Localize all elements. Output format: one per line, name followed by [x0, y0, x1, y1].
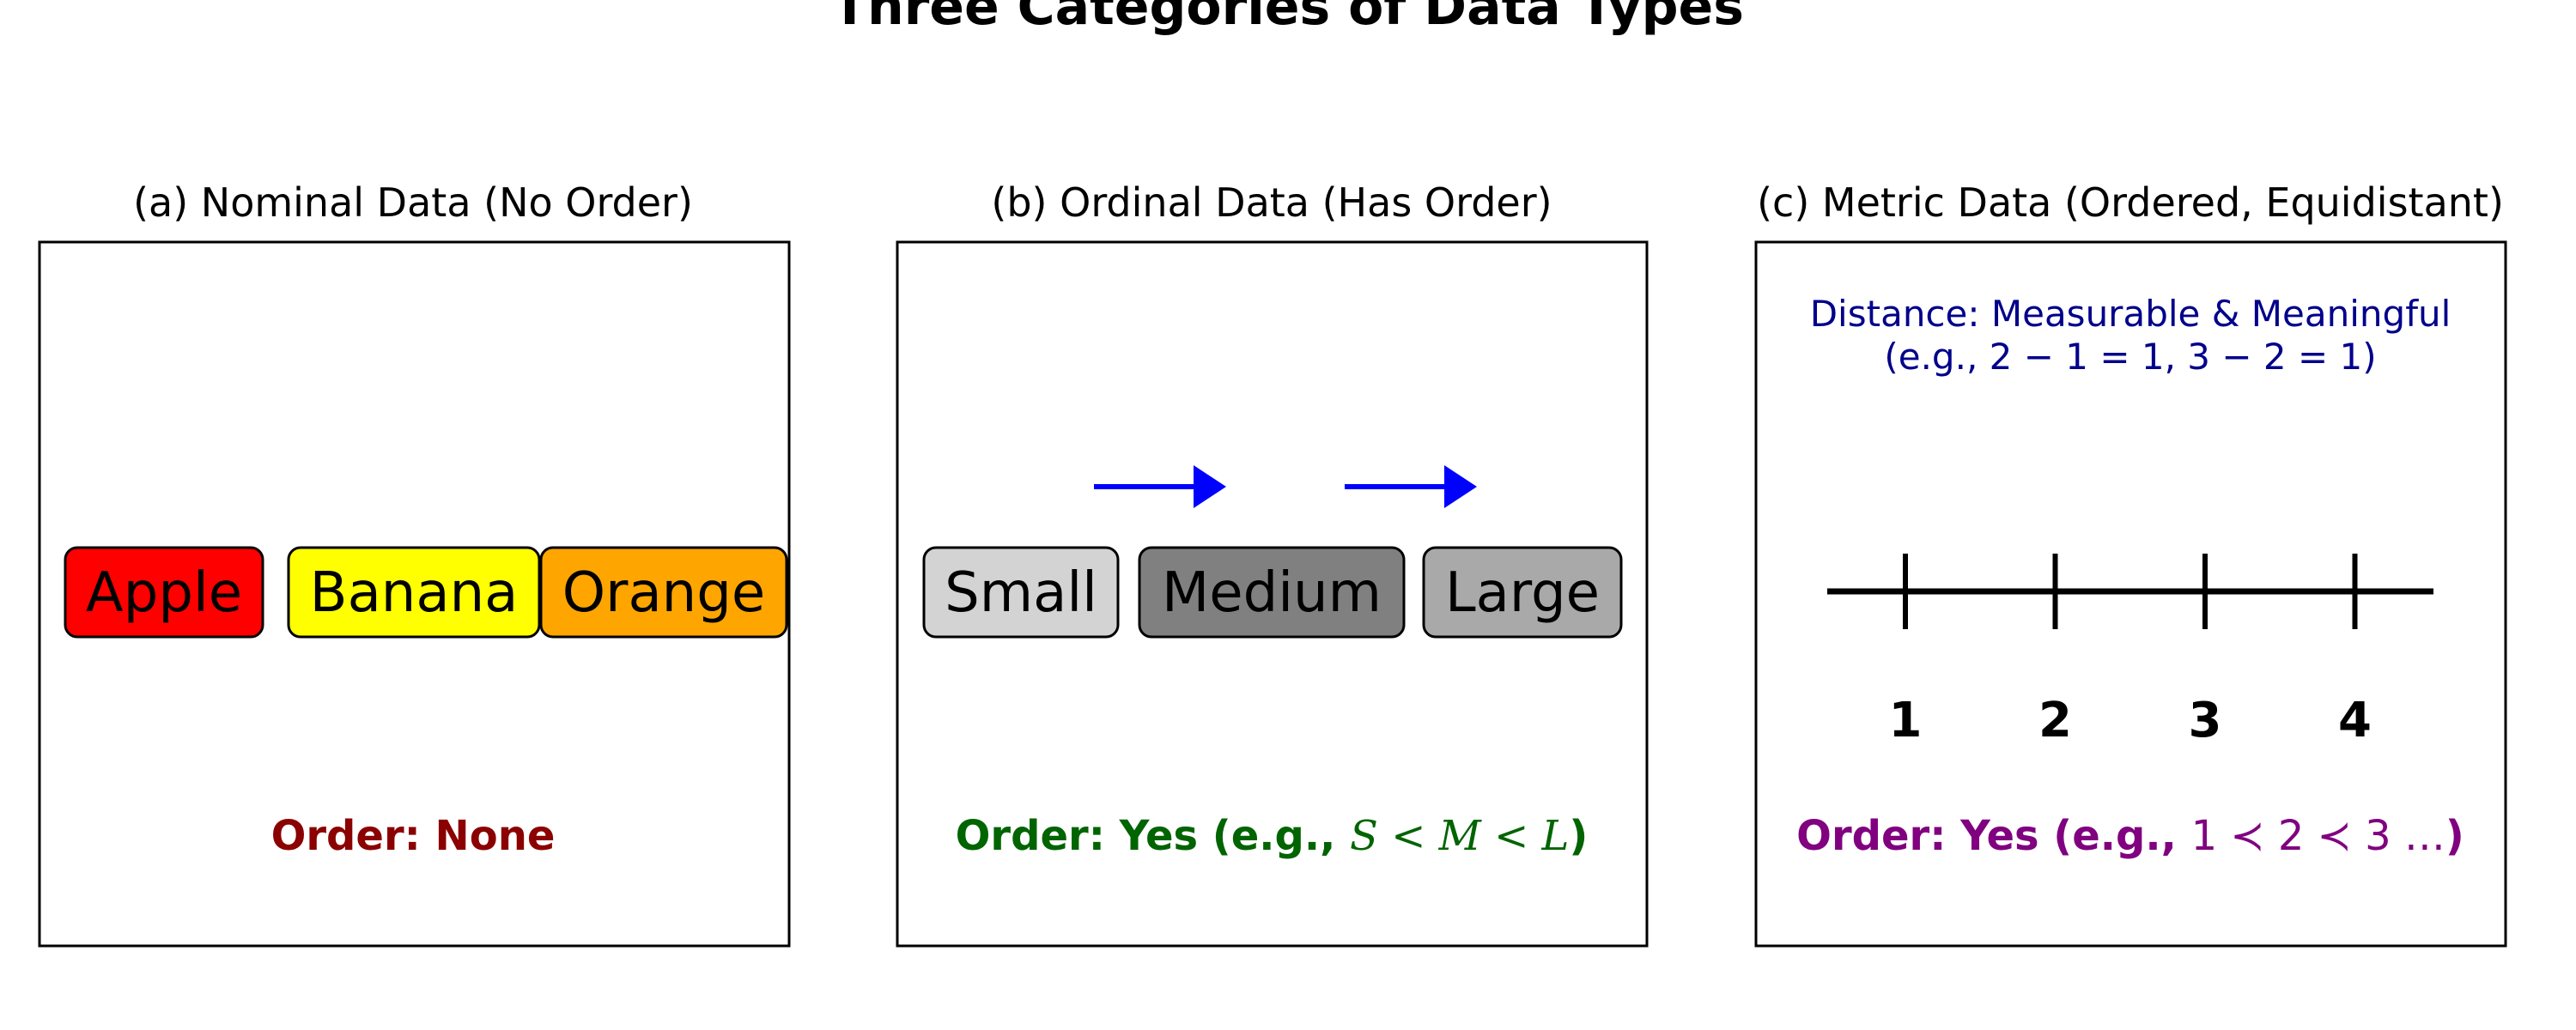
ordinal-item-label: Small [945, 561, 1097, 625]
order-arrow-2 [1345, 465, 1477, 508]
number-line-tick-label: 1 [1889, 693, 1923, 748]
order-prefix-metric: Order: Yes (e.g., [1796, 812, 2190, 860]
nominal-item-orange: Orange [539, 546, 788, 639]
panel-title-nominal: (a) Nominal Data (No Order) [133, 179, 693, 226]
distance-note-line2: (e.g., 2 − 1 = 1, 3 − 2 = 1) [1884, 336, 2376, 378]
number-line-ticks: 1 2 3 4 [1889, 554, 2372, 748]
panel-title-ordinal: (b) Ordinal Data (Has Order) [991, 179, 1552, 226]
nominal-item-box [539, 546, 788, 639]
nominal-item-apple: Apple [64, 546, 264, 639]
ordinal-item-medium: Medium [1138, 546, 1406, 639]
nominal-item-label: Banana [310, 561, 519, 625]
ordinal-item-label: Large [1445, 561, 1600, 625]
number-line-tick-label: 2 [2038, 693, 2072, 748]
order-statement-metric: Order: Yes (e.g., 1 ≺ 2 ≺ 3 …) [1796, 812, 2464, 860]
nominal-item-label: Orange [562, 561, 765, 625]
ordinal-item-box [1138, 546, 1406, 639]
order-suffix-metric: ) [2445, 812, 2464, 860]
panel-nominal: (a) Nominal Data (No Order) Apple Banana… [38, 179, 791, 948]
ordinal-item-label: Medium [1162, 561, 1382, 625]
ordinal-item-small: Small [922, 546, 1120, 639]
order-arrow-1 [1094, 465, 1226, 508]
nominal-item-box [64, 546, 264, 639]
order-prefix-ordinal: Order: Yes (e.g., [956, 812, 1350, 860]
ordinal-item-box [922, 546, 1120, 639]
ordinal-item-large: Large [1422, 546, 1623, 639]
nominal-item-box [287, 546, 541, 639]
order-suffix-ordinal: ) [1569, 812, 1588, 860]
nominal-item-label: Apple [86, 561, 242, 625]
number-line-tick-label: 3 [2189, 693, 2222, 748]
ordinal-item-box [1422, 546, 1623, 639]
panel-ordinal: (b) Ordinal Data (Has Order) Small Mediu… [896, 179, 1649, 948]
figure-suptitle: Three Categories of Data Types [832, 0, 1744, 37]
panel-metric: (c) Metric Data (Ordered, Equidistant) D… [1754, 179, 2507, 948]
distance-note-line1: Distance: Measurable & Meaningful [1810, 293, 2451, 335]
order-math-ordinal: S < M < L [1350, 812, 1569, 860]
order-math-metric: 1 ≺ 2 ≺ 3 … [2191, 812, 2445, 860]
panel-title-metric: (c) Metric Data (Ordered, Equidistant) [1757, 179, 2504, 226]
order-statement-nominal: Order: None [271, 812, 556, 860]
number-line-tick-label: 4 [2338, 693, 2372, 748]
nominal-item-banana: Banana [287, 546, 541, 639]
order-statement-ordinal: Order: Yes (e.g., S < M < L) [956, 812, 1589, 860]
